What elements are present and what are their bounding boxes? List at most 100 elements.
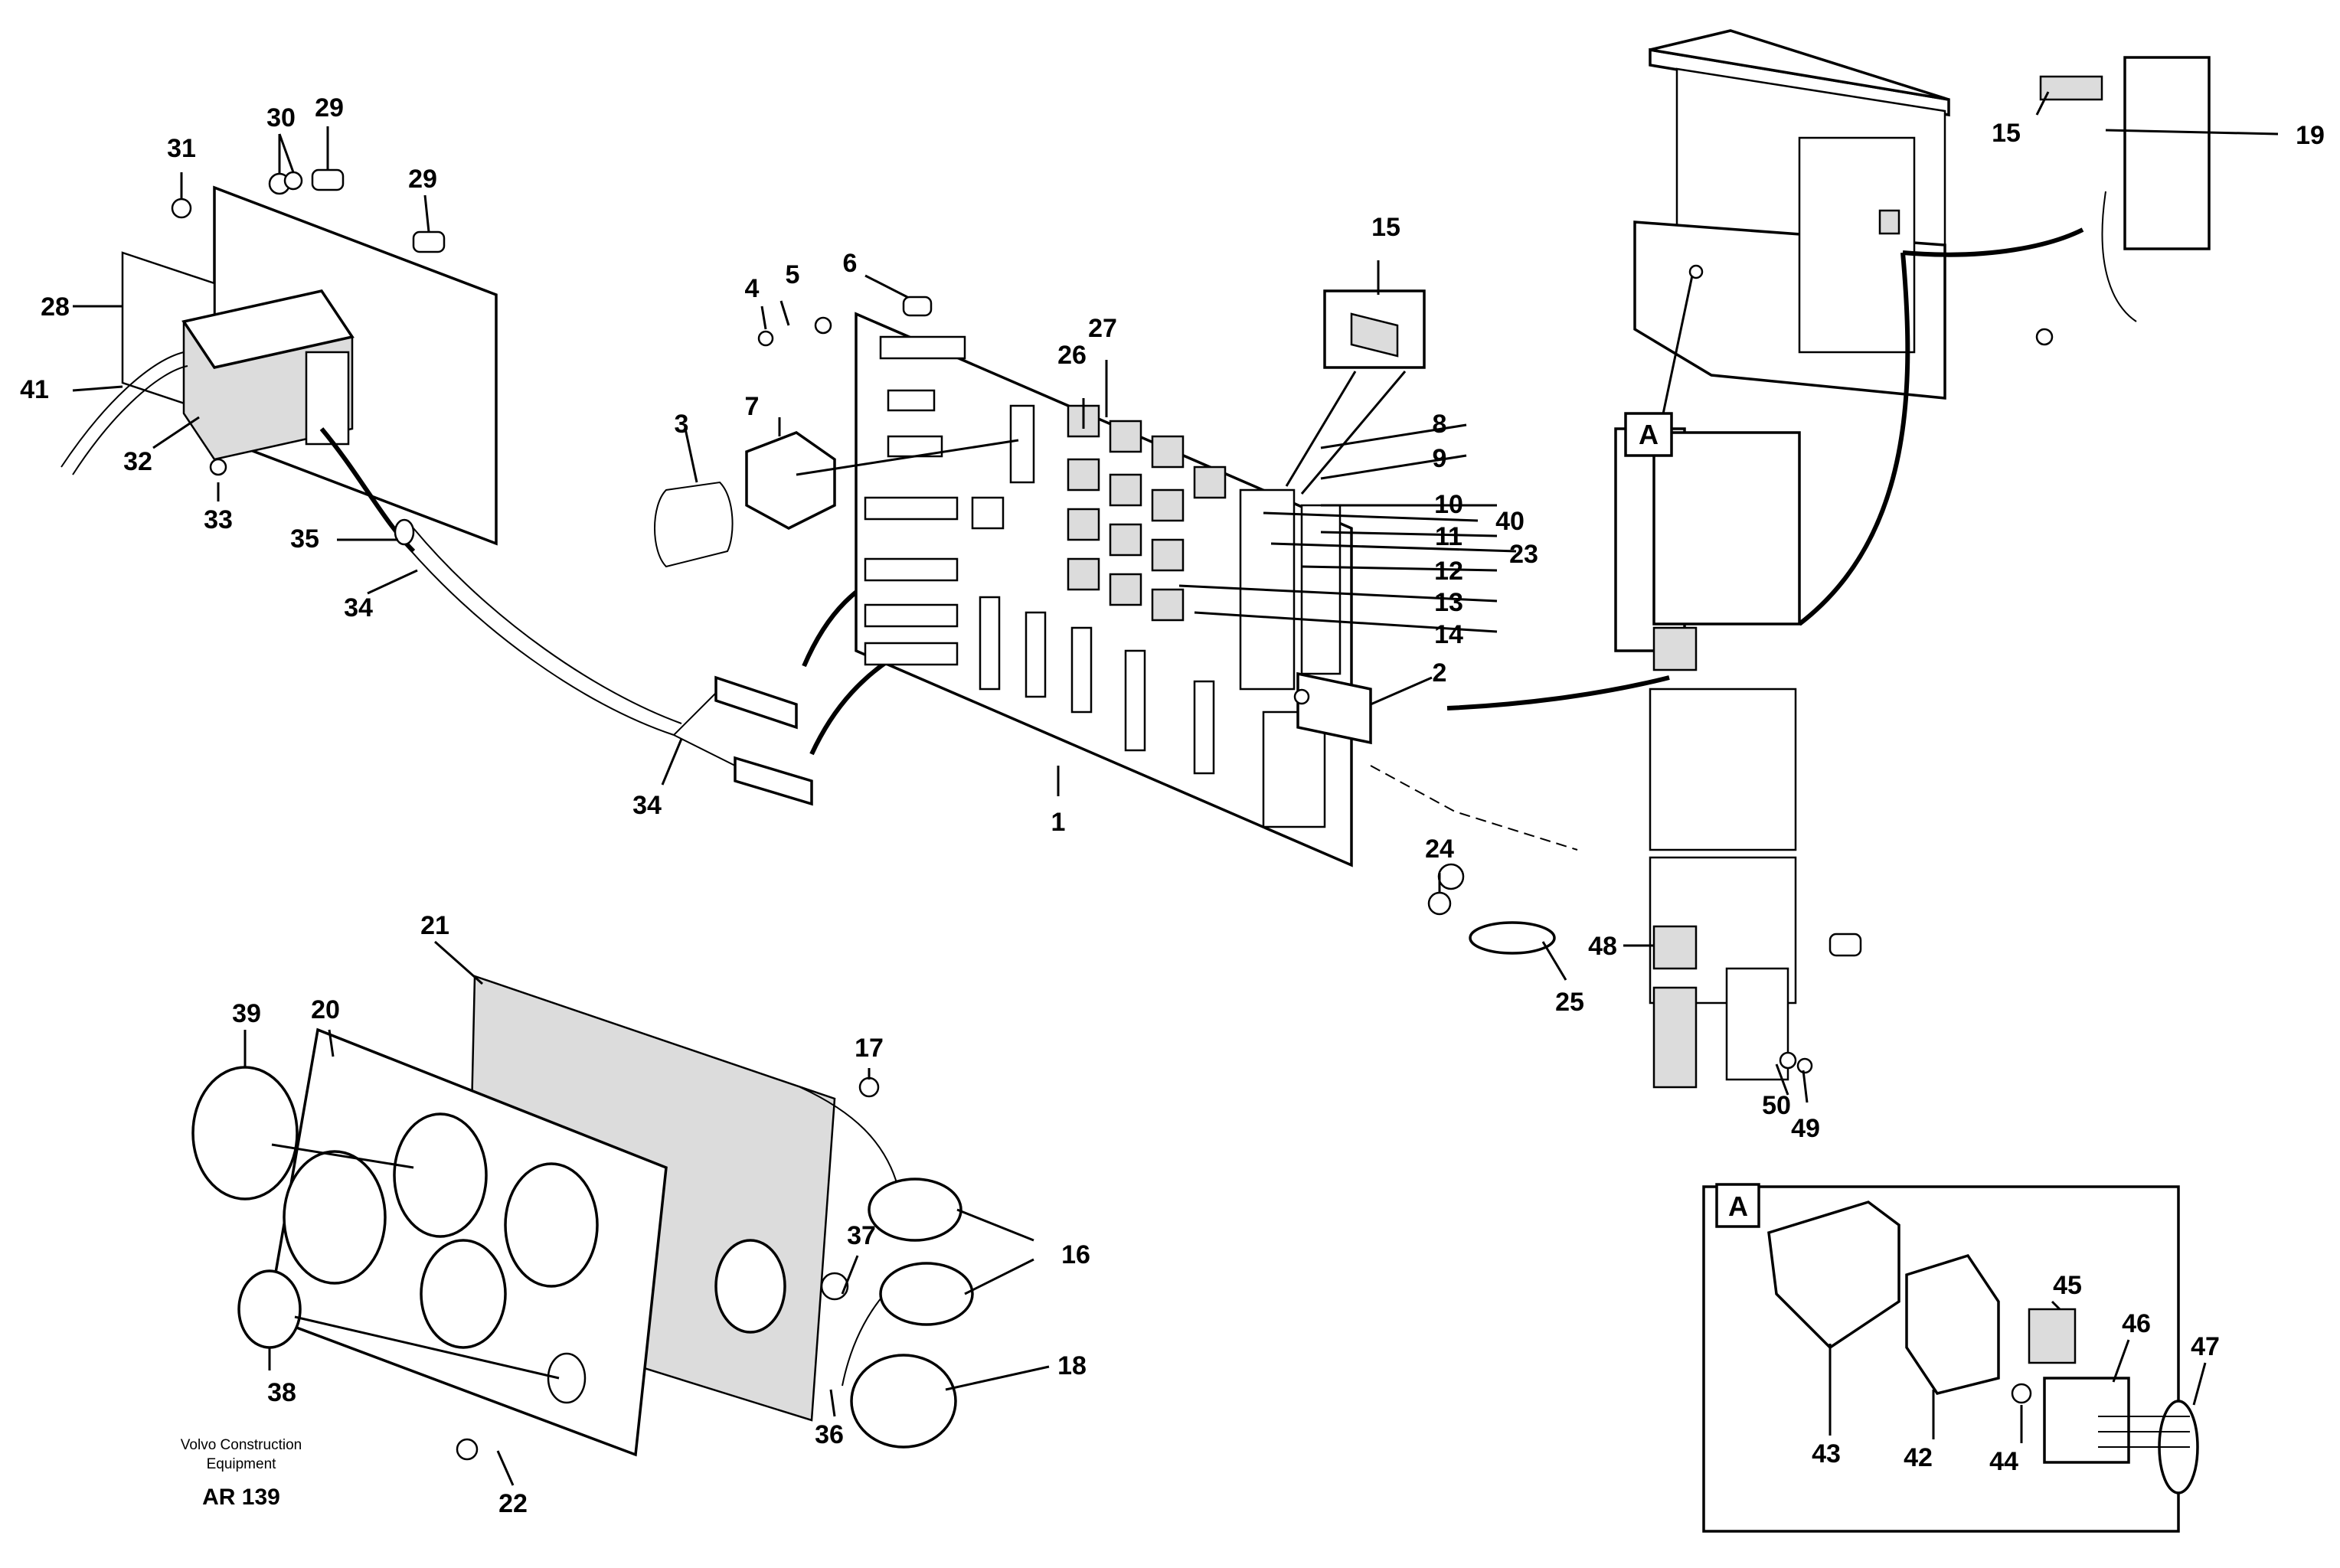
callout-24: 24 <box>1425 835 1454 864</box>
brand-line-1: Volvo Construction <box>181 1437 302 1453</box>
leader-15b <box>2035 91 2050 116</box>
grommet-35 <box>394 518 415 546</box>
cab-switch <box>1878 209 1900 235</box>
cab-marker-box <box>1624 412 1673 457</box>
leader-13 <box>1178 584 1498 603</box>
leader-22 <box>496 1450 515 1486</box>
callout-18: 18 <box>1057 1351 1087 1380</box>
holder-screw <box>2035 328 2054 346</box>
board-header <box>1009 404 1035 484</box>
callout-31: 31 <box>167 134 196 163</box>
relay-7 <box>745 431 836 530</box>
relay-cluster <box>1067 404 1227 622</box>
callout-25: 25 <box>1555 988 1584 1017</box>
leader-37 <box>841 1255 859 1295</box>
callout-32: 32 <box>123 447 152 476</box>
circuit-board-assembly <box>654 289 1670 955</box>
callout-21: 21 <box>420 911 449 940</box>
leader-50 <box>1775 1063 1789 1096</box>
harness-line-a <box>397 535 675 736</box>
leader-A <box>1660 275 1694 422</box>
cab-marker-point <box>1688 264 1704 279</box>
leader-25 <box>1541 941 1567 981</box>
leader-5 <box>779 300 790 326</box>
gauge-hole-e <box>547 1352 587 1404</box>
board-strip <box>1070 626 1093 714</box>
callout-30: 30 <box>266 103 296 132</box>
callout-16: 16 <box>1061 1240 1090 1269</box>
brand-line-2: Equipment <box>207 1456 277 1472</box>
bracket-hole <box>1293 688 1310 705</box>
relay-9 <box>1151 488 1185 522</box>
wire-to-cab <box>1446 675 1670 710</box>
relay-11 <box>1109 523 1142 557</box>
leader-11 <box>1320 531 1498 537</box>
leader-15-a <box>1285 371 1357 487</box>
drawing-code: AR 139 <box>202 1485 280 1510</box>
callout-19: 19 <box>2296 121 2325 150</box>
gauge-hole-b <box>393 1112 488 1238</box>
callout-45: 45 <box>2053 1271 2082 1300</box>
inset-marker-box <box>1715 1183 1760 1228</box>
relay-bank-middle <box>1649 688 1797 851</box>
connector-plug-a <box>714 675 798 730</box>
leader-12 <box>1301 565 1498 572</box>
board-strip <box>1025 611 1047 698</box>
gauge-panel-assembly <box>191 975 974 1461</box>
callout-2: 2 <box>1433 658 1447 688</box>
control-unit-top <box>181 289 355 369</box>
harness-line-b <box>413 528 682 724</box>
spacer-29a <box>311 168 345 191</box>
cab-cable-b <box>1798 252 1910 626</box>
leader-4 <box>760 305 767 330</box>
leader-20 <box>328 1029 335 1057</box>
leader-7 <box>796 439 1019 476</box>
nut-38 <box>237 1269 302 1349</box>
inset-wires <box>2098 1416 2190 1448</box>
washer-5 <box>814 316 832 335</box>
callout-29: 29 <box>315 93 344 122</box>
screw-33 <box>209 458 227 476</box>
callout-46: 46 <box>2122 1309 2151 1338</box>
relay-bank-main <box>1652 626 1698 671</box>
callout-49: 49 <box>1791 1114 1820 1143</box>
callout-50: 50 <box>1762 1091 1791 1120</box>
relay-10 <box>1193 466 1227 499</box>
bracket-16b <box>879 1262 974 1326</box>
ground-washer-25 <box>1469 921 1556 955</box>
connector-plug-b <box>734 756 813 806</box>
bulb-37 <box>820 1272 849 1301</box>
leader-30b <box>278 133 295 173</box>
callout-5: 5 <box>786 260 800 289</box>
detail-markers: A A <box>1624 412 1748 1222</box>
callout-9: 9 <box>1433 444 1447 473</box>
gauge-hole-f <box>714 1239 786 1334</box>
spacer-29b <box>412 230 446 253</box>
leader-45 <box>2051 1300 2061 1311</box>
screw-31 <box>171 198 192 219</box>
cab-cable-a <box>1902 227 2084 257</box>
unit-42 <box>1905 1253 2000 1395</box>
leader-15-b <box>1300 371 1407 495</box>
leader-47 <box>2192 1362 2207 1406</box>
leader-29b <box>423 194 430 233</box>
cable-harness-34 <box>394 518 911 806</box>
back-plate-assembly <box>60 168 498 554</box>
callout-36: 36 <box>815 1420 844 1449</box>
callout-47: 47 <box>2191 1332 2220 1361</box>
callout-17: 17 <box>855 1034 884 1063</box>
relay-12 <box>1067 557 1100 591</box>
leader-9 <box>1320 454 1467 480</box>
leader-14 <box>1194 611 1498 633</box>
leader-36 <box>829 1389 836 1417</box>
callout-33: 33 <box>204 505 233 534</box>
fuse-holder-19 <box>2123 56 2211 250</box>
callout-8: 8 <box>1433 410 1447 439</box>
cab-marker-label: A <box>1639 419 1659 450</box>
nut-39-line <box>271 1143 414 1169</box>
eye-terminal <box>1437 863 1465 890</box>
callout-11: 11 <box>1435 522 1462 551</box>
callout-15-cab: 15 <box>1992 119 2021 148</box>
screw-24 <box>1427 891 1452 916</box>
leader-40 <box>1263 511 1479 522</box>
